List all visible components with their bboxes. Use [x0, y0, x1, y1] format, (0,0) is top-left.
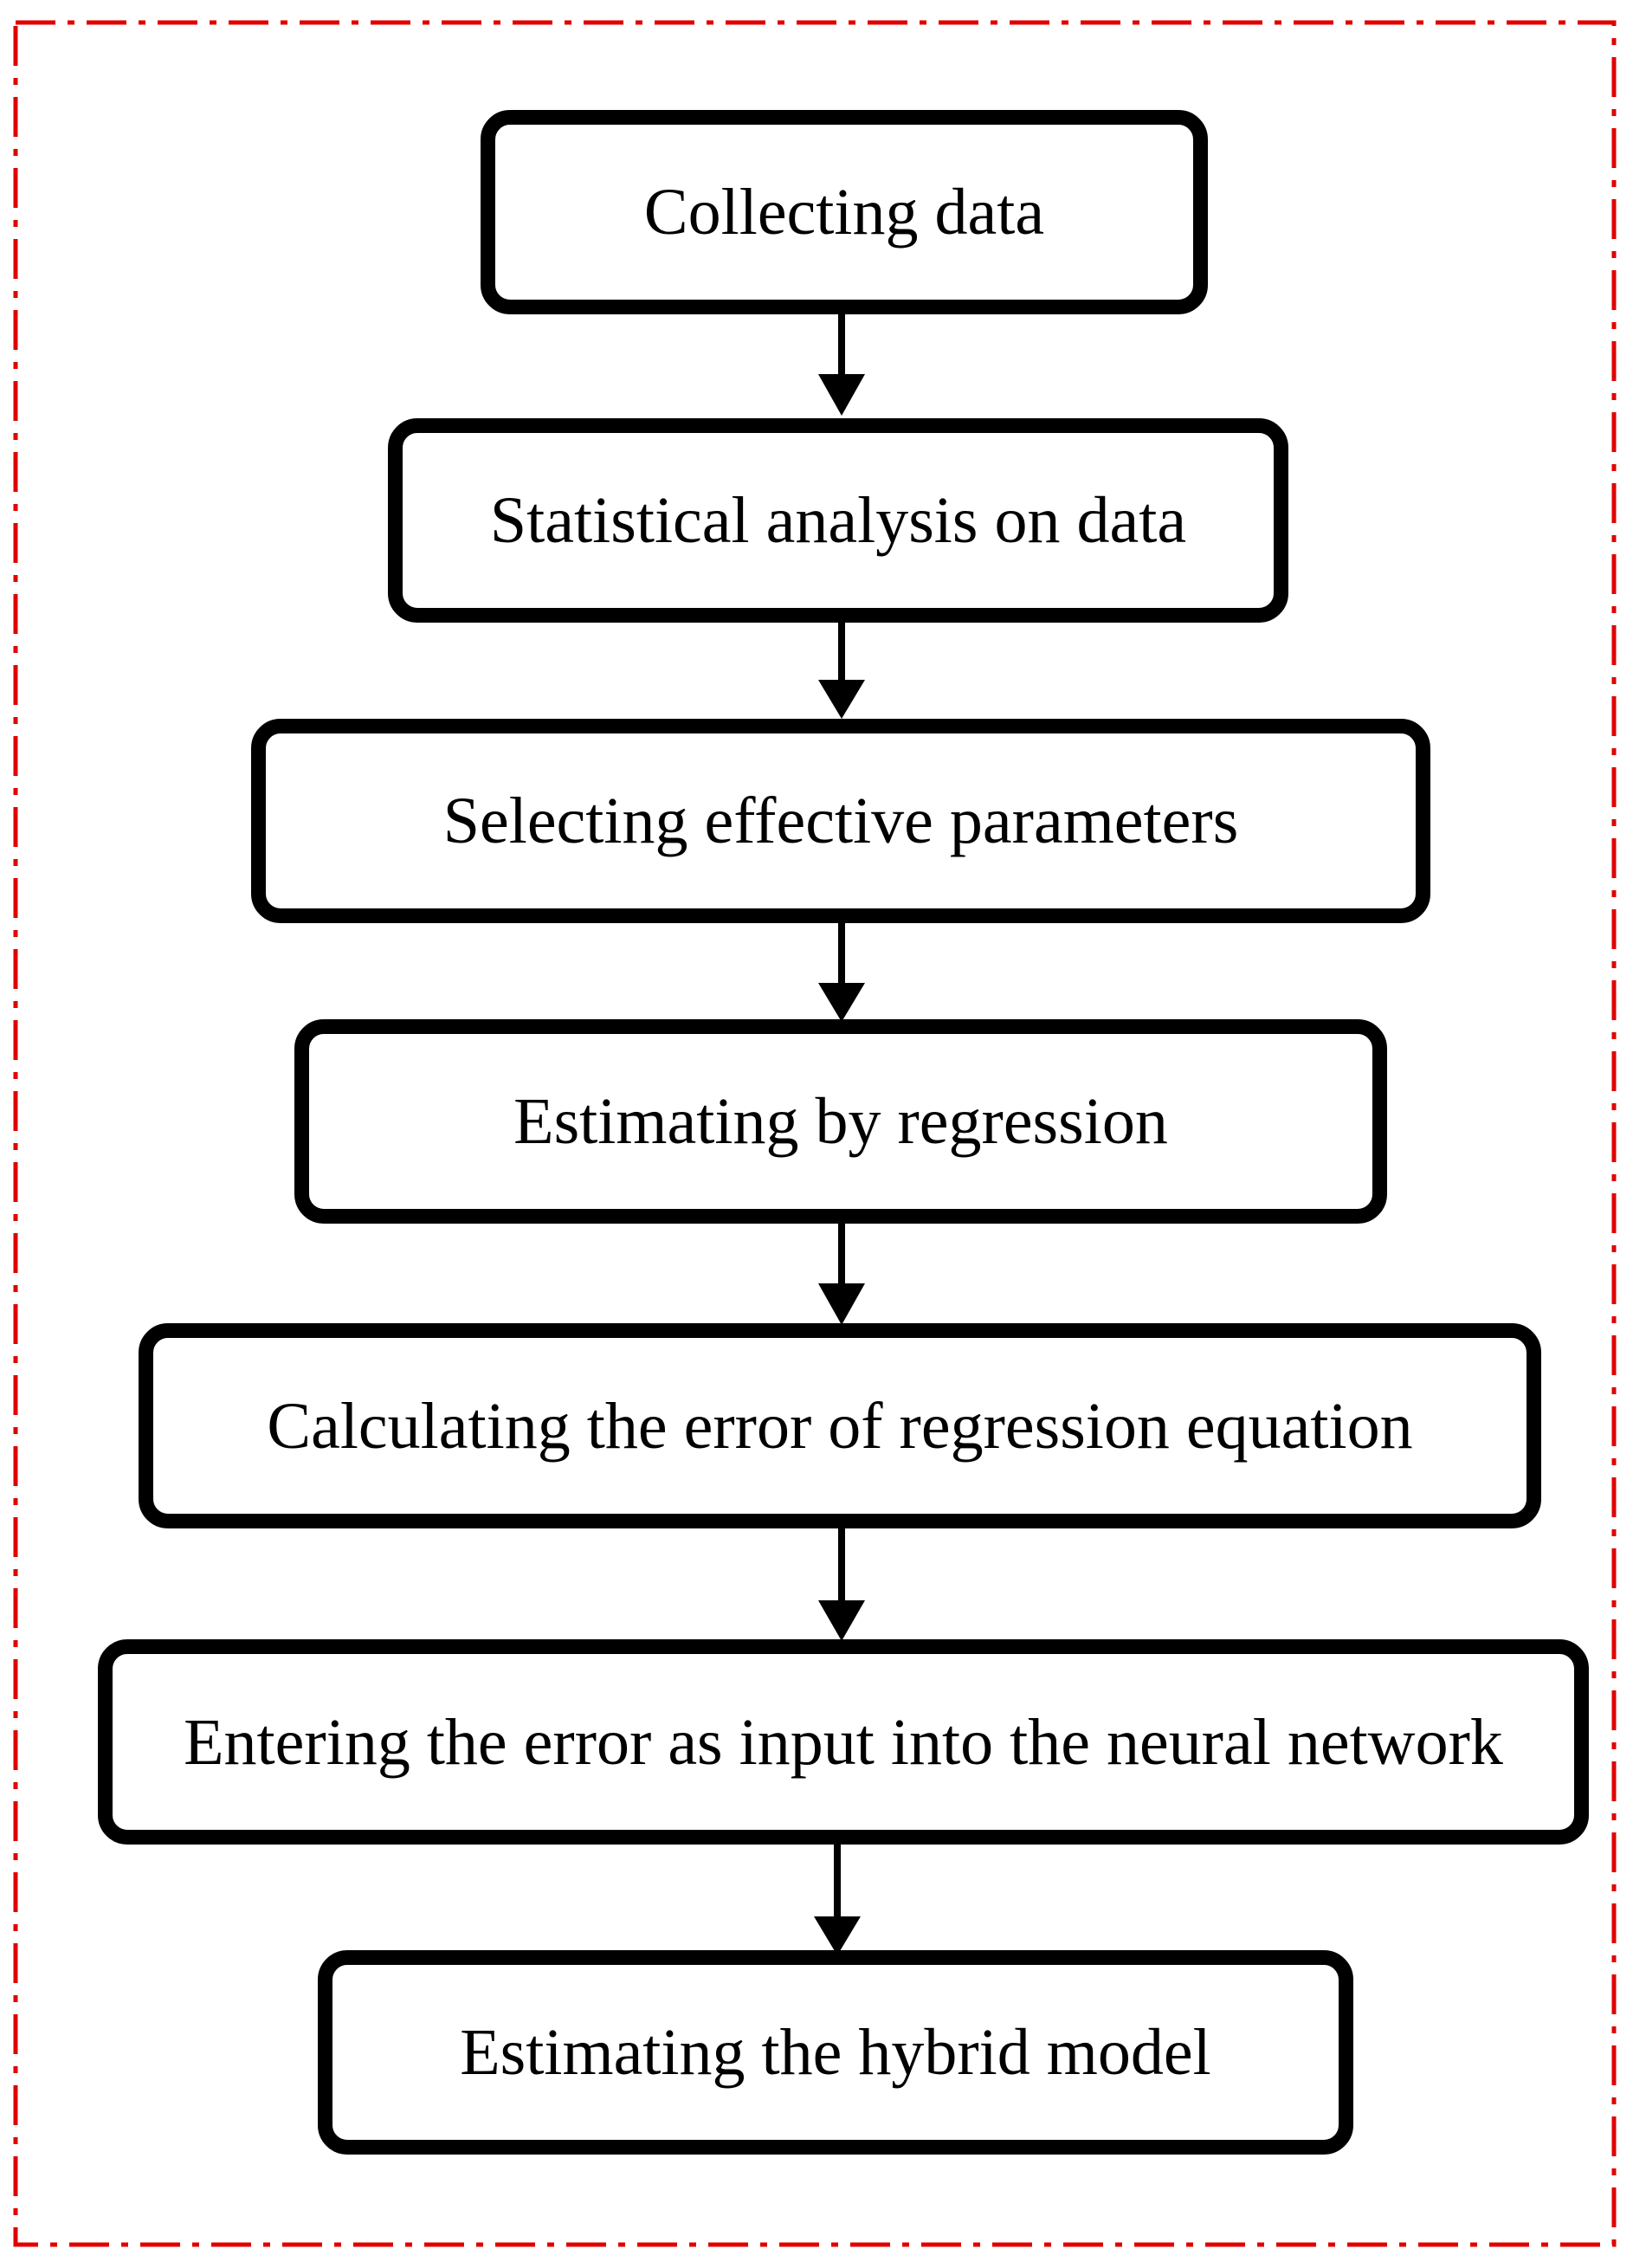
- step-collecting-data: Collecting data: [481, 110, 1208, 314]
- step-estimating-regression: Estimating by regression: [294, 1019, 1387, 1224]
- step-selecting-parameters: Selecting effective parameters: [251, 719, 1430, 923]
- step-label: Calculating the error of regression equa…: [267, 1389, 1413, 1463]
- step-label: Statistical analysis on data: [489, 484, 1187, 557]
- step-label: Entering the error as input into the neu…: [184, 1705, 1503, 1779]
- step-label: Collecting data: [643, 176, 1045, 249]
- step-estimating-hybrid-model: Estimating the hybrid model: [318, 1950, 1353, 2155]
- step-label: Estimating the hybrid model: [460, 2016, 1211, 2089]
- step-statistical-analysis: Statistical analysis on data: [388, 418, 1288, 623]
- step-entering-error-neural-network: Entering the error as input into the neu…: [98, 1639, 1589, 1845]
- step-calculating-error: Calculating the error of regression equa…: [139, 1323, 1541, 1528]
- step-label: Selecting effective parameters: [442, 785, 1239, 857]
- step-label: Estimating by regression: [513, 1085, 1168, 1158]
